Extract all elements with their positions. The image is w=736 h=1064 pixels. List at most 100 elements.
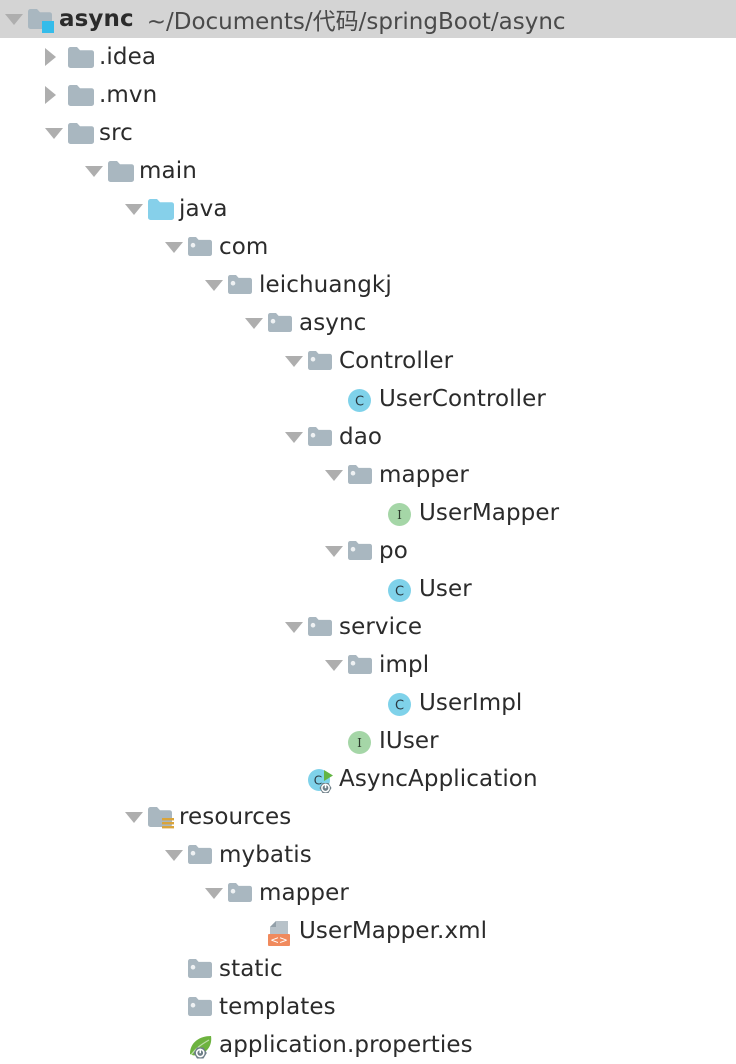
tree-item-label: leichuangkj (259, 272, 392, 298)
folder-icon (66, 76, 96, 114)
source-folder-icon (146, 190, 176, 228)
package-icon (186, 836, 216, 874)
package-icon (306, 608, 336, 646)
svg-text:C: C (314, 774, 322, 788)
chevron-down-icon[interactable] (280, 342, 306, 380)
tree-item-label: src (99, 120, 133, 146)
java-interface-icon: I (346, 722, 376, 760)
tree-item-label: static (219, 956, 283, 982)
tree-item-label: Controller (339, 348, 454, 374)
tree-row[interactable]: mybatis (0, 836, 736, 874)
tree-row[interactable]: service (0, 608, 736, 646)
chevron-down-icon[interactable] (240, 304, 266, 342)
tree-row[interactable]: mapper (0, 874, 736, 912)
tree-row[interactable]: C UserImpl (0, 684, 736, 722)
tree-row[interactable]: C AsyncApplication (0, 760, 736, 798)
tree-row[interactable]: main (0, 152, 736, 190)
tree-row[interactable]: po (0, 532, 736, 570)
svg-text:C: C (395, 698, 404, 713)
svg-text:I: I (397, 508, 402, 522)
spring-properties-icon (186, 1026, 216, 1064)
chevron-down-icon[interactable] (160, 836, 186, 874)
svg-text:I: I (357, 736, 362, 750)
xml-file-icon: <> (266, 912, 296, 950)
tree-row[interactable]: src (0, 114, 736, 152)
tree-row[interactable]: I UserMapper (0, 494, 736, 532)
package-icon (306, 342, 336, 380)
tree-item-label: async (299, 310, 367, 336)
tree-row[interactable]: com (0, 228, 736, 266)
svg-text:<>: <> (270, 935, 288, 947)
chevron-down-icon[interactable] (40, 114, 66, 152)
java-interface-icon: I (386, 494, 416, 532)
tree-row[interactable]: .mvn (0, 76, 736, 114)
chevron-down-icon[interactable] (120, 798, 146, 836)
chevron-down-icon[interactable] (320, 532, 346, 570)
tree-row[interactable]: async ~/Documents/代码/springBoot/async (0, 0, 736, 38)
tree-item-label: .idea (99, 44, 157, 70)
chevron-down-icon[interactable] (320, 456, 346, 494)
chevron-right-icon[interactable] (40, 76, 66, 114)
spring-boot-class-icon: C (306, 760, 336, 798)
folder-icon (66, 114, 96, 152)
tree-item-label: UserMapper.xml (299, 918, 488, 944)
chevron-down-icon[interactable] (280, 608, 306, 646)
package-icon (186, 950, 216, 988)
tree-item-label: mapper (259, 880, 349, 906)
package-icon (266, 304, 296, 342)
chevron-down-icon[interactable] (80, 152, 106, 190)
package-icon (346, 532, 376, 570)
tree-item-label: com (219, 234, 269, 260)
chevron-down-icon[interactable] (0, 0, 26, 38)
folder-icon (66, 38, 96, 76)
tree-row[interactable]: java (0, 190, 736, 228)
tree-item-label: UserMapper (419, 500, 560, 526)
chevron-down-icon[interactable] (120, 190, 146, 228)
package-icon (226, 874, 256, 912)
tree-row[interactable]: templates (0, 988, 736, 1026)
tree-row[interactable]: mapper (0, 456, 736, 494)
tree-row[interactable]: C UserController (0, 380, 736, 418)
tree-item-label: async (59, 6, 134, 32)
tree-row[interactable]: .idea (0, 38, 736, 76)
tree-row[interactable]: async (0, 304, 736, 342)
chevron-down-icon[interactable] (280, 418, 306, 456)
tree-item-label: UserImpl (419, 690, 523, 716)
java-class-icon: C (386, 684, 416, 722)
tree-item-label: impl (379, 652, 430, 678)
tree-row[interactable]: Controller (0, 342, 736, 380)
chevron-down-icon[interactable] (200, 874, 226, 912)
tree-row[interactable]: dao (0, 418, 736, 456)
tree-item-label: main (139, 158, 197, 184)
tree-item-label: po (379, 538, 408, 564)
tree-row[interactable]: application.properties (0, 1026, 736, 1064)
resources-folder-icon (146, 798, 176, 836)
folder-icon (106, 152, 136, 190)
package-icon (186, 988, 216, 1026)
tree-row[interactable]: leichuangkj (0, 266, 736, 304)
project-path: ~/Documents/代码/springBoot/async (146, 9, 566, 35)
tree-row[interactable]: <> UserMapper.xml (0, 912, 736, 950)
chevron-right-icon[interactable] (40, 38, 66, 76)
chevron-down-icon[interactable] (160, 228, 186, 266)
package-icon (186, 228, 216, 266)
tree-item-label: AsyncApplication (339, 766, 538, 792)
package-icon (306, 418, 336, 456)
tree-item-label: java (179, 196, 228, 222)
tree-item-label: mybatis (219, 842, 312, 868)
tree-row[interactable]: I IUser (0, 722, 736, 760)
tree-item-label: IUser (379, 728, 439, 754)
module-folder-icon (26, 0, 56, 38)
tree-item-label: UserController (379, 386, 546, 412)
svg-text:C: C (355, 394, 364, 409)
chevron-down-icon[interactable] (320, 646, 346, 684)
tree-item-label: .mvn (99, 82, 158, 108)
java-class-icon: C (346, 380, 376, 418)
package-icon (346, 646, 376, 684)
chevron-down-icon[interactable] (200, 266, 226, 304)
tree-row[interactable]: static (0, 950, 736, 988)
tree-row[interactable]: resources (0, 798, 736, 836)
tree-row[interactable]: impl (0, 646, 736, 684)
